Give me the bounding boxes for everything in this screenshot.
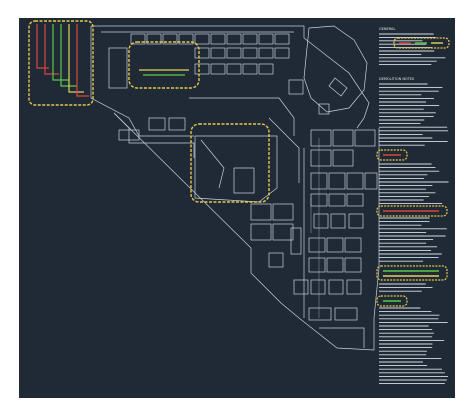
model-space-background bbox=[19, 18, 455, 398]
revision-cloud-icon[interactable] bbox=[128, 41, 200, 89]
cad-drawing-canvas[interactable]: GENERAL DEMOLITION NOTES bbox=[19, 18, 455, 398]
notes-detail-heading: DEMOLITION NOTES bbox=[379, 77, 415, 81]
general-notes-panel: GENERAL DEMOLITION NOTES bbox=[379, 27, 449, 385]
notes-heading: GENERAL bbox=[379, 27, 395, 31]
notes-colored-marks bbox=[383, 42, 443, 302]
notes-highlights bbox=[376, 37, 450, 307]
colored-layer-lines bbox=[36, 24, 189, 97]
floor-plan[interactable] bbox=[90, 25, 380, 351]
revision-cloud-icon[interactable] bbox=[28, 20, 94, 106]
revision-clouds[interactable] bbox=[28, 20, 270, 203]
revision-cloud-icon[interactable] bbox=[190, 123, 270, 203]
